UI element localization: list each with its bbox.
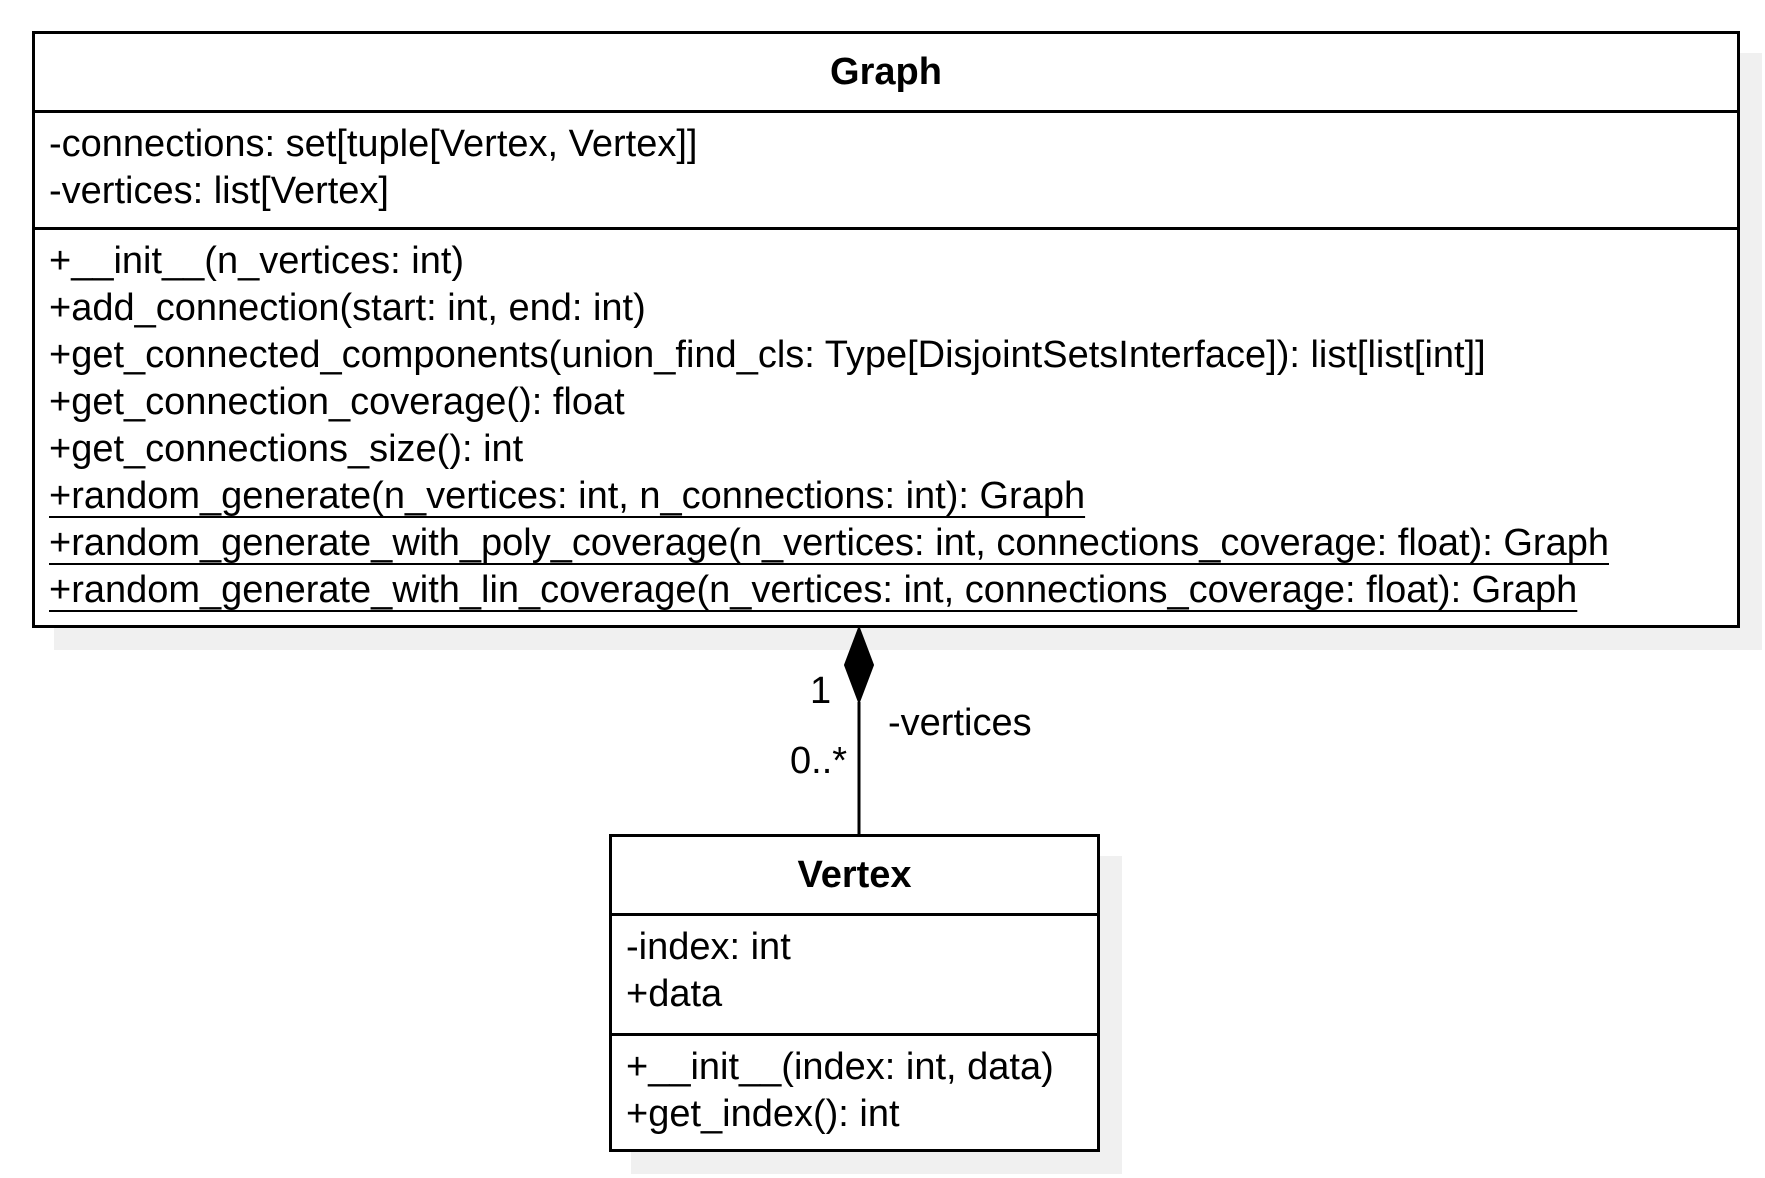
graph-method-random-generate-lin-text: +random_generate_with_lin_coverage(n_ver… [49,569,1578,611]
graph-method-random-generate: +random_generate(n_vertices: int, n_conn… [49,473,1737,520]
whole-multiplicity-label: 1 [810,670,832,712]
vertex-class-name: Vertex [612,837,1097,916]
graph-class: Graph -connections: set[tuple[Vertex, Ve… [32,31,1740,628]
vertex-class: Vertex -index: int +data +__init__(index… [609,834,1100,1152]
vertex-attribute-data: +data [626,973,723,1015]
part-multiplicity-label: 0..* [790,740,848,782]
graph-attributes: -connections: set[tuple[Vertex, Vertex]]… [35,113,1737,230]
graph-method-add-connection: +add_connection(start: int, end: int) [49,287,646,329]
graph-method-get-connected-components: +get_connected_components(union_find_cls… [49,334,1486,376]
role-label: -vertices [888,702,1032,744]
graph-method-random-generate-poly: +random_generate_with_poly_coverage(n_ve… [49,520,1737,567]
graph-methods: +__init__(n_vertices: int) +add_connecti… [35,230,1737,614]
graph-method-get-connections-size: +get_connections_size(): int [49,428,524,470]
vertex-method-get-index: +get_index(): int [626,1093,900,1135]
vertex-method-init: +__init__(index: int, data) [626,1046,1054,1088]
vertex-methods: +__init__(index: int, data) +get_index()… [612,1036,1097,1138]
graph-attribute-connections: -connections: set[tuple[Vertex, Vertex]] [49,123,698,165]
vertex-attribute-index: -index: int [626,926,791,968]
graph-method-init: +__init__(n_vertices: int) [49,240,465,282]
graph-method-random-generate-lin: +random_generate_with_lin_coverage(n_ver… [49,567,1737,614]
graph-method-random-generate-poly-text: +random_generate_with_poly_coverage(n_ve… [49,522,1609,564]
graph-method-get-connection-coverage: +get_connection_coverage(): float [49,381,625,423]
vertex-attributes: -index: int +data [612,916,1097,1036]
graph-class-name: Graph [35,34,1737,113]
graph-attribute-vertices: -vertices: list[Vertex] [49,170,389,212]
graph-method-random-generate-text: +random_generate(n_vertices: int, n_conn… [49,475,1086,517]
